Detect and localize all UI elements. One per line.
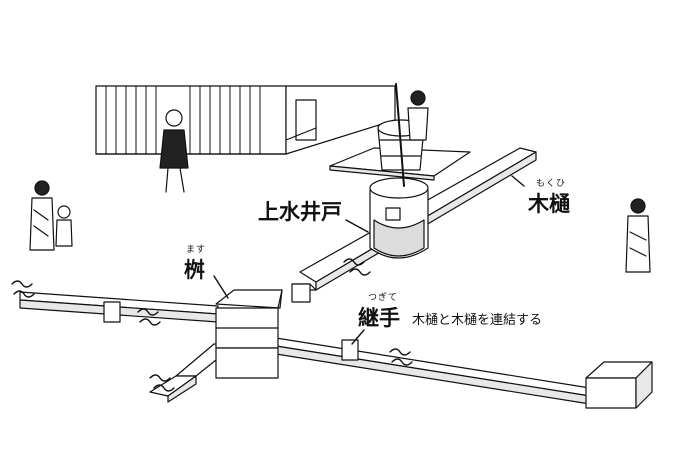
figure-center-left xyxy=(159,109,189,193)
pipe-joints xyxy=(103,283,359,361)
figure-well-worker xyxy=(407,90,429,141)
joint-label: 継手 xyxy=(358,306,400,330)
joint-note: 木樋と木樋を連結する xyxy=(412,313,543,328)
leader-lines xyxy=(213,175,525,345)
basin-ruby: ます xyxy=(186,245,207,255)
basin-label: 桝 xyxy=(184,258,205,282)
end-box xyxy=(585,361,653,409)
figure-left-adult xyxy=(29,180,55,251)
basin-box xyxy=(215,289,283,379)
break-marks xyxy=(11,258,413,392)
well xyxy=(329,83,471,259)
pipe-ruby: もくひ xyxy=(536,179,567,189)
joint-ruby: つぎて xyxy=(368,293,399,303)
well-label: 上水井戸 xyxy=(258,200,342,224)
background-building xyxy=(95,85,396,155)
figure-left-child xyxy=(55,205,73,247)
figure-right xyxy=(625,198,651,273)
pipe-label: 木樋 xyxy=(528,192,570,216)
